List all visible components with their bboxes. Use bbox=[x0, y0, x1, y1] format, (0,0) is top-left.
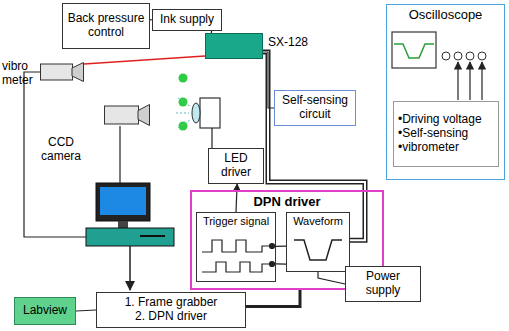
connector bbox=[276, 263, 286, 264]
box-label: 1. Frame grabber bbox=[125, 296, 218, 310]
connector bbox=[263, 52, 274, 108]
signal-wire bbox=[119, 126, 120, 183]
software-box: Labview bbox=[14, 297, 76, 325]
box-label: 2. DPN driver bbox=[135, 310, 207, 324]
connector-line bbox=[84, 56, 205, 64]
power-box: Power supply bbox=[345, 266, 421, 302]
device-body bbox=[105, 106, 139, 124]
box-label: Waveform bbox=[293, 215, 343, 228]
camera-device: CCD camera bbox=[104, 104, 150, 126]
supply-box: Ink supply bbox=[152, 9, 222, 31]
connector bbox=[84, 56, 205, 64]
connector-line bbox=[236, 184, 237, 212]
box-label: LED driver bbox=[213, 152, 259, 180]
ink-droplet bbox=[179, 74, 188, 83]
panel-title: Oscilloscope bbox=[409, 8, 483, 23]
waveform-shape bbox=[294, 240, 342, 260]
box-label: Power supply bbox=[350, 270, 416, 298]
box-label: •Self-sensing bbox=[398, 127, 468, 141]
box-label: •vibrometer bbox=[398, 141, 459, 155]
device-label: CCD camera bbox=[34, 136, 88, 164]
printhead-box: SX-128 bbox=[205, 33, 263, 59]
oscilloscope-panel: •Driving voltage•Self-sensing•vibrometer… bbox=[386, 4, 505, 180]
connector bbox=[246, 290, 300, 306]
connector bbox=[318, 272, 345, 284]
box-label: Ink supply bbox=[160, 13, 214, 27]
connector-line bbox=[76, 310, 96, 311]
computer bbox=[86, 183, 174, 290]
driver-box: LED driver bbox=[208, 148, 264, 184]
vibrometer-device: vibro meter bbox=[40, 62, 84, 82]
connector-line bbox=[276, 246, 286, 247]
channel-list: •Driving voltage•Self-sensing•vibrometer bbox=[393, 101, 499, 167]
oscilloscope-screen bbox=[392, 32, 486, 100]
box-label: Trigger signal bbox=[203, 215, 269, 228]
camera-outline bbox=[104, 104, 150, 126]
circuit-box: Self-sensing circuit bbox=[274, 90, 356, 126]
trigger-box: Trigger signal bbox=[196, 212, 276, 282]
software-task-box: 1. Frame grabber2. DPN driver bbox=[96, 292, 246, 328]
device-lens bbox=[138, 105, 150, 126]
ink-droplet bbox=[179, 98, 188, 107]
box-label: Back pressure control bbox=[67, 12, 145, 40]
box-label: •Driving voltage bbox=[398, 113, 482, 127]
device-label: vibro meter bbox=[2, 60, 38, 88]
device-body bbox=[41, 64, 73, 80]
box-label: Self-sensing circuit bbox=[279, 94, 351, 122]
connector-line bbox=[276, 263, 286, 265]
device-lens bbox=[72, 63, 84, 82]
box-label: Labview bbox=[23, 304, 67, 318]
panel-title: DPN driver bbox=[253, 195, 320, 210]
waveform-box: Waveform bbox=[286, 212, 350, 272]
camera-outline bbox=[40, 62, 84, 82]
trigger-pulses bbox=[202, 240, 276, 272]
control-box: Back pressure control bbox=[62, 3, 150, 49]
connector bbox=[76, 310, 96, 311]
connector bbox=[236, 184, 237, 212]
device-label: SX-128 bbox=[268, 36, 330, 50]
connector-line bbox=[263, 52, 274, 108]
led-lamp bbox=[176, 98, 220, 148]
connector-line bbox=[246, 290, 300, 306]
connector bbox=[276, 246, 286, 247]
connector-line bbox=[318, 272, 345, 284]
